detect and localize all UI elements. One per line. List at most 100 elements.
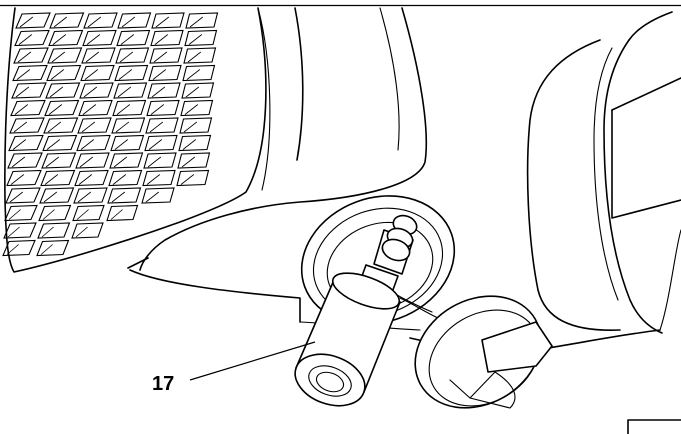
grille-cell [116,29,151,47]
grille-cell [41,152,77,169]
grille-cell-shade [121,16,136,28]
grille-cell [147,82,181,99]
grille-cell [185,12,219,29]
grille-cell-shade [48,104,63,115]
callout-17: 17 [152,341,316,395]
grille-cell [49,12,85,29]
grille-cell [15,12,51,29]
grille-cell-shade [152,69,167,80]
grille-cell-shade [80,139,95,150]
grille-cell-shade [145,191,160,203]
grille-cell-shade [53,16,68,28]
grille-cell [2,239,36,257]
grille-cell-shade [9,191,24,203]
grille-cell [184,29,218,47]
connector-cap [414,295,553,409]
grille-cell [44,99,80,117]
grille-cell [148,64,182,82]
grille-cell-shade [182,139,197,150]
grille-cell [151,12,185,29]
grille-cell [13,47,49,64]
grille-cell [108,169,143,187]
grille-cell-shade [82,104,97,115]
grille-cell-shade [45,156,60,168]
grille-cell [149,47,183,64]
grille-cell-shade [17,51,32,63]
grille-cell-shade [12,139,27,150]
grille-cell [45,82,81,99]
grille-cell-shade [14,104,29,115]
grille-cell [141,187,175,204]
grille-cell-shade [8,209,21,220]
grille-cell-shade [87,16,102,28]
grille-cell-shade [113,156,128,168]
grille-cell-shade [189,16,204,28]
grille-cell-shade [147,156,162,168]
grille-cell [115,47,150,64]
grille-cell-shade [13,121,28,133]
grille-cell-shade [116,104,131,115]
grille-cell-shade [7,226,20,238]
grille-cell [142,169,176,187]
grille-cell-shade [10,174,25,185]
grille-cell [77,117,112,134]
grille-cell [110,134,145,152]
grille-cell [39,187,75,204]
grille-cell-shade [86,34,101,45]
grille-cell [40,169,76,187]
grille-cell [9,117,45,134]
grille-cell-shade [84,69,99,80]
grille-cell-shade [184,104,199,115]
grille-cell-shade [115,121,130,133]
grille-cell-shade [11,156,26,168]
grille-cell-shade [150,104,165,115]
grille-cell [37,222,71,239]
grille-cell-shade [47,121,62,133]
grille-cell-shade [49,86,64,98]
grille-cell-shade [15,86,30,98]
grille-cell [111,117,146,134]
grille-cell [38,204,72,222]
grille-cell [73,187,108,204]
callout-label: 17 [152,373,174,395]
grille-cell-shade [117,86,132,98]
grille-cell-shade [118,69,133,80]
grille-cell-shade [149,121,164,133]
grille-cell [79,82,114,99]
grille-cell [43,117,79,134]
grille-cell-shade [43,191,58,203]
grille-cell [117,12,152,29]
grille-cell [114,64,149,82]
grille-cell [3,222,37,239]
grille-cell-shade [41,226,54,238]
grille-cell-shade [44,174,59,185]
grille-cell-shade [153,51,168,63]
grille-cell-shade [181,156,196,168]
grille-cell-shade [18,34,33,45]
grille-cell [4,204,38,222]
grille-cell [5,187,41,204]
grille-cell [74,169,109,187]
protective-plug [294,272,401,407]
grille-cell-shade [146,174,161,185]
grille-cell-shade [119,51,134,63]
grille-cell-shade [76,209,89,220]
grille-cell-shade [110,209,123,220]
grille-cell-shade [185,86,200,98]
grille-cell [11,82,47,99]
grille-cell [145,117,179,134]
grille-cell-shade [50,69,65,80]
leader-line [189,341,316,381]
grille-cell [72,204,105,222]
grille-cell-shade [183,121,198,133]
grille-cell [71,222,104,239]
grille-cell [48,29,84,47]
grille-cell-shade [79,156,94,168]
grille-cell [8,134,44,152]
grille-cell [183,47,217,64]
grille-cell [178,134,212,152]
grille-cell-shade [187,51,202,63]
grille-cell [42,134,78,152]
grille-cell-shade [42,209,55,220]
